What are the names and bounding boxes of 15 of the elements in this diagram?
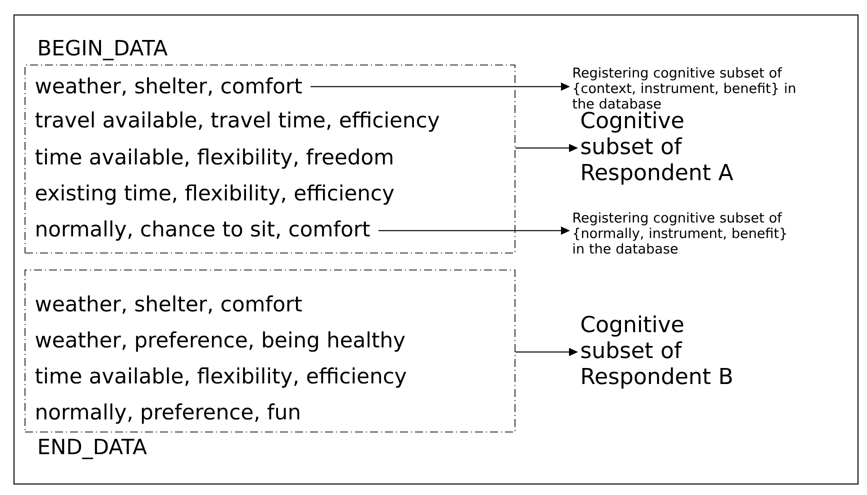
data-row: time available, flexibility, efficiency [35,367,406,388]
data-row: weather, preference, being healthy [36,331,405,352]
data-marker: BEGIN_DATA [39,40,168,60]
data-row: normally, preference, fun [36,403,300,424]
data-row: existing time, flexibility, efficiency [36,184,394,205]
data-marker: END_DATA [39,438,147,460]
data-row: travel available, travel time, efficiency [35,111,440,132]
data-row: normally, chance to sit, comfort [36,220,370,241]
note-text: Registering cognitive subset of {normally, instrument, benefit} in the database [573,212,786,254]
data-row: weather, shelter, comfort [36,295,302,314]
data-row: time available, flexibility, freedom [35,148,392,169]
subset-label: Cognitive subset of Respondent B [581,315,732,389]
note-text: Registering cognitive subset of {context, instrument, benefit} in the database [572,67,796,109]
data-row: weather, shelter, comfort [36,77,302,96]
subset-label: Cognitive subset of Respondent A [581,111,734,185]
